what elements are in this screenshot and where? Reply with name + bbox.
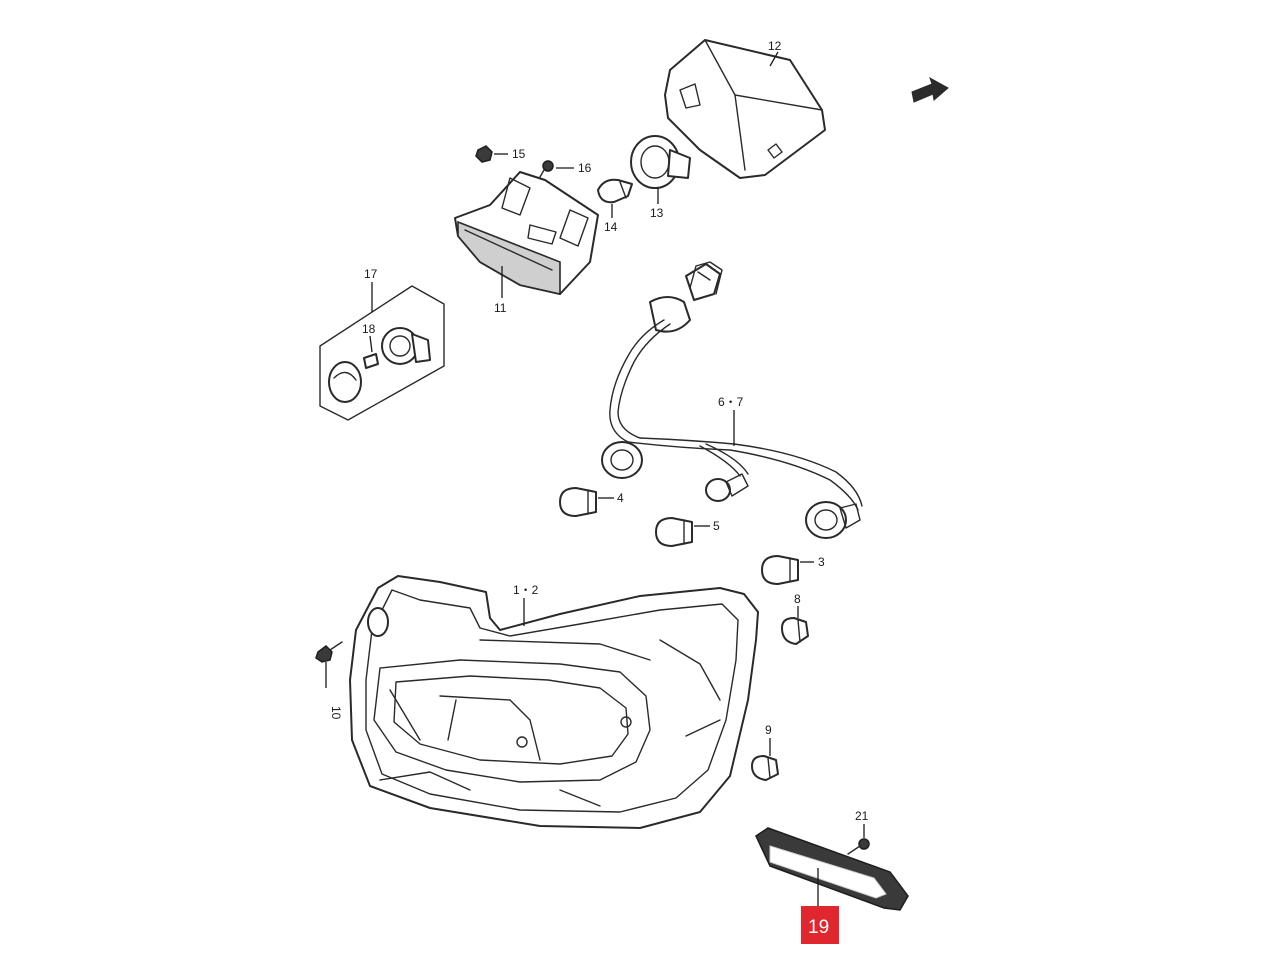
highlight-label-19: 19 bbox=[808, 917, 829, 938]
highlighted-part-label: 19 bbox=[801, 906, 839, 944]
front-direction-arrow-icon bbox=[911, 76, 949, 103]
callout-14: 14 bbox=[604, 220, 618, 234]
harness-socket-middle bbox=[705, 473, 749, 502]
part-19-reflector bbox=[755, 827, 909, 911]
part-5-bulb bbox=[655, 517, 693, 547]
callout-13: 13 bbox=[650, 206, 664, 220]
callout-3: 3 bbox=[818, 555, 825, 569]
callout-11: 11 bbox=[494, 301, 507, 315]
part-13-socket bbox=[630, 135, 691, 189]
part-10-bolt bbox=[315, 641, 343, 663]
callout-4: 4 bbox=[617, 491, 624, 505]
callout-8: 8 bbox=[794, 592, 801, 606]
callout-6-7: 6・7 bbox=[718, 395, 744, 409]
callout-16: 16 bbox=[578, 161, 592, 175]
callout-12: 12 bbox=[768, 39, 782, 53]
callout-9: 9 bbox=[765, 723, 772, 737]
callout-21: 21 bbox=[855, 809, 869, 823]
part-11-license-lamp bbox=[454, 171, 599, 295]
harness-socket-left bbox=[601, 441, 643, 479]
part-6-7-wiring-harness bbox=[609, 261, 863, 511]
callout-18: 18 bbox=[362, 322, 376, 336]
callout-15: 15 bbox=[512, 147, 526, 161]
part-15-nut bbox=[475, 145, 493, 163]
part-9-grommet bbox=[751, 755, 779, 781]
callout-5: 5 bbox=[713, 519, 720, 533]
callout-10: 10 bbox=[329, 706, 343, 720]
part-12-housing-cover bbox=[664, 39, 826, 179]
part-3-bulb bbox=[761, 555, 799, 585]
part-14-bulb bbox=[597, 178, 633, 204]
part-17-inset-box bbox=[319, 285, 445, 421]
harness-socket-right bbox=[805, 501, 861, 539]
callout-17: 17 bbox=[364, 267, 378, 281]
part-18-small-bulb bbox=[363, 353, 379, 369]
part-1-2-tail-light-lens bbox=[349, 575, 759, 829]
part-21-screw bbox=[847, 838, 870, 855]
part-4-bulb bbox=[559, 487, 597, 517]
callout-1-2: 1・2 bbox=[513, 583, 539, 597]
part-8-grommet bbox=[781, 617, 809, 645]
highlight-badge bbox=[801, 906, 839, 944]
